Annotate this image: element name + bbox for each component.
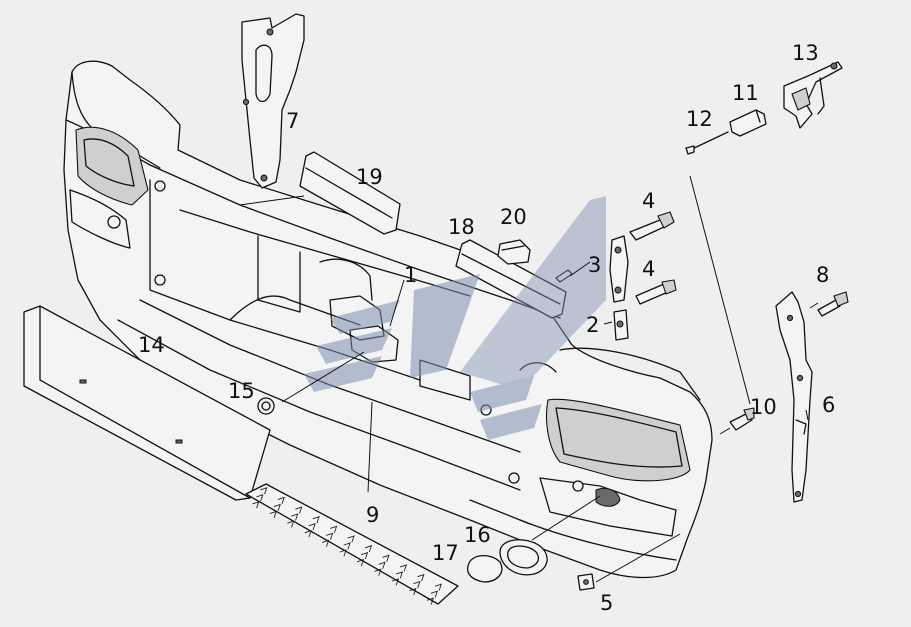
callout-18: 18 (448, 215, 475, 239)
plug-part (257, 397, 275, 415)
mesh-chevron (365, 544, 373, 553)
left-upper-bracket (241, 13, 305, 189)
mesh-chevron (391, 578, 400, 586)
callout-14: 14 (138, 333, 165, 357)
callout-19: 19 (356, 165, 383, 189)
mesh-chevron (312, 516, 320, 524)
mesh-chevron (399, 564, 408, 572)
mesh-chevron (382, 554, 390, 562)
mesh-chevron (260, 487, 268, 495)
mesh-chevron (347, 535, 355, 543)
mesh-chevron (378, 561, 386, 569)
mesh-chevron (291, 513, 299, 521)
mesh-chevron (430, 590, 438, 598)
front-panel (23, 305, 271, 501)
callout-8: 8 (816, 263, 829, 287)
mesh-chevron (252, 501, 260, 509)
mesh-chevron (343, 542, 351, 550)
callout-1: 1 (404, 263, 417, 287)
grille-mesh (245, 483, 459, 605)
square-nut (577, 573, 595, 591)
callout-4-lower: 4 (642, 257, 655, 281)
mesh-chevron (308, 523, 316, 531)
mesh-chevron (395, 571, 404, 579)
callout-4-upper: 4 (642, 189, 655, 213)
mesh-chevron (426, 597, 434, 605)
side-brackets (555, 211, 677, 341)
mesh-chevron (330, 525, 338, 533)
leader-lines (239, 175, 819, 583)
mesh-chevron (322, 539, 330, 547)
callout-10: 10 (750, 395, 777, 419)
clip-part (497, 239, 531, 265)
callout-6: 6 (822, 393, 835, 417)
mesh-chevron (277, 496, 285, 504)
pin-part (729, 407, 755, 431)
mesh-chevron (295, 506, 303, 514)
callout-12: 12 (686, 107, 713, 131)
mesh-chevron (273, 503, 281, 511)
mesh-chevron (409, 587, 417, 595)
mesh-chevron (339, 549, 347, 557)
mesh-chevron (256, 494, 264, 502)
mesh-chevron (287, 520, 295, 528)
watermark-logo (304, 196, 606, 440)
mesh-chevron (374, 568, 382, 576)
callout-16: 16 (464, 523, 491, 547)
callout-11: 11 (732, 81, 759, 105)
callout-17: 17 (432, 541, 459, 565)
callout-labels: 1 2 3 4 4 5 6 7 8 9 10 11 12 13 14 15 16… (138, 41, 835, 615)
callout-20: 20 (500, 205, 527, 229)
callout-9: 9 (366, 503, 379, 527)
mesh-chevron (304, 530, 312, 538)
callout-2: 2 (586, 313, 599, 337)
callout-13: 13 (792, 41, 819, 65)
mesh-chevron (326, 532, 334, 540)
centre-trim (455, 239, 567, 319)
mesh-chevron (417, 573, 425, 581)
mesh-chevron (357, 558, 365, 567)
mesh-chevron (413, 580, 421, 588)
callout-3: 3 (588, 253, 601, 277)
lamp-ring (499, 539, 548, 576)
callout-15: 15 (228, 379, 255, 403)
right-bracket (775, 291, 849, 503)
lamp-lens (466, 555, 503, 583)
mesh-chevron (361, 551, 369, 560)
sensor-assembly (685, 61, 843, 155)
mesh-chevron (269, 510, 277, 518)
mesh-chevron (434, 583, 442, 591)
callout-5: 5 (600, 591, 613, 615)
callout-7: 7 (286, 109, 299, 133)
trim-strip (299, 151, 401, 235)
